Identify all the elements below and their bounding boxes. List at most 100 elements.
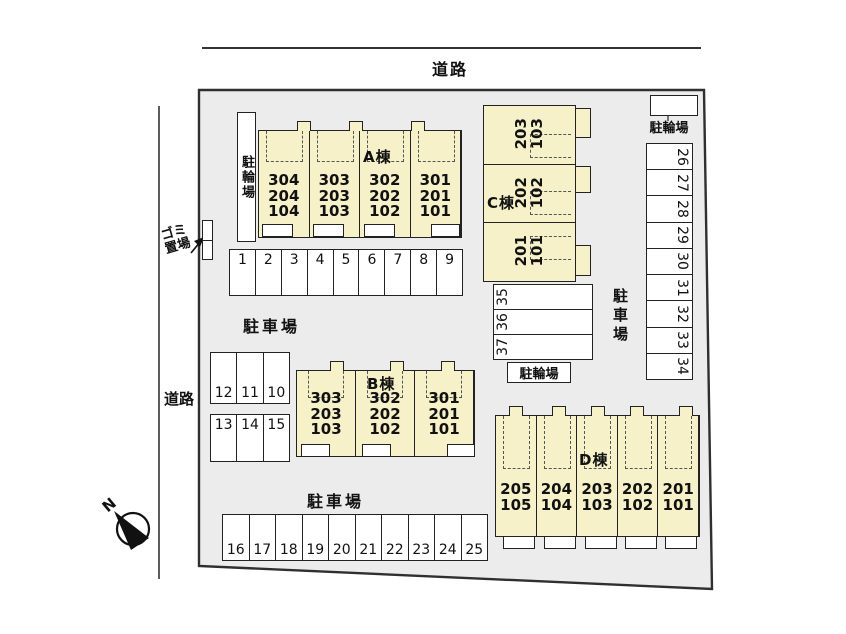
parking-space: 14 [237, 415, 264, 461]
stair-outline [543, 416, 571, 469]
entrance-box [625, 536, 657, 549]
unit-row: 202 102 [484, 165, 575, 224]
unit-column: 303 203 103 [310, 131, 360, 237]
unit-numbers: 202 102 [621, 480, 654, 514]
unit-row: 203 103 [484, 106, 575, 165]
stair-outline [367, 131, 404, 162]
parking-space: 29 [647, 223, 692, 249]
parking-space: 20 [329, 515, 356, 560]
building-a-name: A棟 [363, 148, 392, 166]
parking-space: 24 [435, 515, 462, 560]
unit-column: 204 104 [537, 416, 578, 536]
roof-notch [679, 406, 693, 416]
garbage-box-divider [203, 221, 212, 241]
parking-space: 32 [647, 301, 692, 328]
entrance-box [585, 536, 617, 549]
stair-outline [308, 371, 344, 398]
bicycle-parking-left-label: 駐輪場 [239, 154, 254, 200]
parking-space: 21 [356, 515, 382, 560]
roof-notch [591, 406, 605, 416]
entrance-box [362, 444, 391, 457]
roof-notch [411, 121, 425, 131]
bicycle-parking-left: 駐輪場 [237, 112, 256, 242]
bicycle-parking-top-right-label: 駐輪場 [649, 121, 689, 136]
unit-column: 302 202 102 [356, 371, 415, 456]
road-left-label: 道路 [163, 390, 194, 408]
unit-numbers: 303 203 103 [310, 389, 342, 438]
compass-needle-icon [114, 511, 149, 550]
building-c-wing [576, 245, 591, 276]
entrance-box [262, 224, 293, 237]
parking-row-1-9: 1 2 3 4 5 6 7 8 9 [229, 249, 463, 296]
bicycle-parking-top-right [650, 95, 698, 116]
stair-outline [367, 371, 403, 398]
unit-column: 205 105 [496, 416, 537, 536]
stair-outline [266, 131, 303, 162]
parking-row-16-25: 16 17 18 19 20 21 22 23 24 25 [222, 514, 488, 561]
parking-space: 28 [647, 196, 692, 223]
building-c-wing [576, 108, 591, 138]
entrance-box [301, 444, 330, 457]
unit-row: 201 101 [484, 223, 575, 281]
roof-notch [441, 361, 455, 371]
parking-label-right: 駐車場 [611, 288, 629, 345]
unit-numbers: 302 202 102 [369, 171, 401, 220]
entrance-box [665, 536, 697, 549]
parking-space: 6 [359, 250, 386, 295]
parking-space: 11 [237, 353, 264, 403]
roof-notch [297, 121, 311, 131]
parking-space: 37 [494, 338, 511, 356]
entrance-box [447, 444, 475, 457]
parking-space: 2 [256, 250, 282, 295]
building-c: C棟 203 103 202 102 201 101 [483, 105, 591, 282]
parking-space: 4 [308, 250, 334, 295]
parking-space: 31 [647, 275, 692, 302]
entrance-box [503, 536, 535, 549]
parking-space: 33 [647, 328, 692, 354]
parking-space: 5 [334, 250, 360, 295]
building-a: A棟 304 204 104 303 203 103 302 202 102 3… [258, 121, 462, 238]
stair-outline [530, 236, 571, 261]
parking-space: 8 [411, 250, 438, 295]
building-b: B棟 303 203 103 302 202 102 301 201 101 [296, 361, 475, 457]
bicycle-parking-center: 駐輪場 [507, 362, 571, 383]
building-c-name: C棟 [487, 194, 516, 212]
unit-numbers: 205 105 [500, 480, 532, 514]
roof-notch [552, 406, 566, 416]
garbage-box [202, 220, 213, 260]
stair-outline [316, 131, 354, 162]
stair-outline [417, 131, 455, 162]
entrance-box [431, 224, 460, 237]
parking-space: 35 [494, 285, 592, 310]
unit-column: 301 201 101 [411, 131, 461, 237]
parking-space: 9 [445, 252, 455, 268]
parking-space: 15 [267, 417, 286, 433]
stair-outline [426, 371, 462, 398]
unit-numbers: 204 104 [540, 480, 573, 514]
roof-notch [630, 406, 644, 416]
building-b-name: B棟 [367, 375, 396, 393]
parking-space: 27 [647, 170, 692, 197]
unit-column: 302 202 102 [360, 131, 411, 237]
parking-space: 10 [267, 385, 286, 401]
parking-space: 19 [303, 515, 329, 560]
unit-numbers: 301 201 101 [428, 389, 460, 438]
unit-numbers: 302 202 102 [369, 389, 401, 438]
roof-notch [349, 121, 363, 131]
parking-space: 26 [647, 144, 692, 171]
unit-numbers: 303 203 103 [318, 171, 350, 220]
parking-space: 36 [494, 310, 592, 335]
entrance-box [544, 536, 576, 549]
parking-space: 1 [230, 250, 256, 295]
roof-notch [330, 361, 344, 371]
unit-column: 203 103 [577, 416, 618, 536]
roof-notch [509, 406, 523, 416]
parking-space: 25 [465, 542, 484, 558]
parking-label-lower: 駐車場 [307, 492, 365, 511]
stair-outline [665, 416, 693, 469]
parking-space: 18 [276, 515, 303, 560]
garbage-arrow-head [194, 237, 204, 247]
parking-label-upper: 駐車場 [243, 317, 301, 336]
unit-numbers: 201 101 [512, 235, 546, 267]
